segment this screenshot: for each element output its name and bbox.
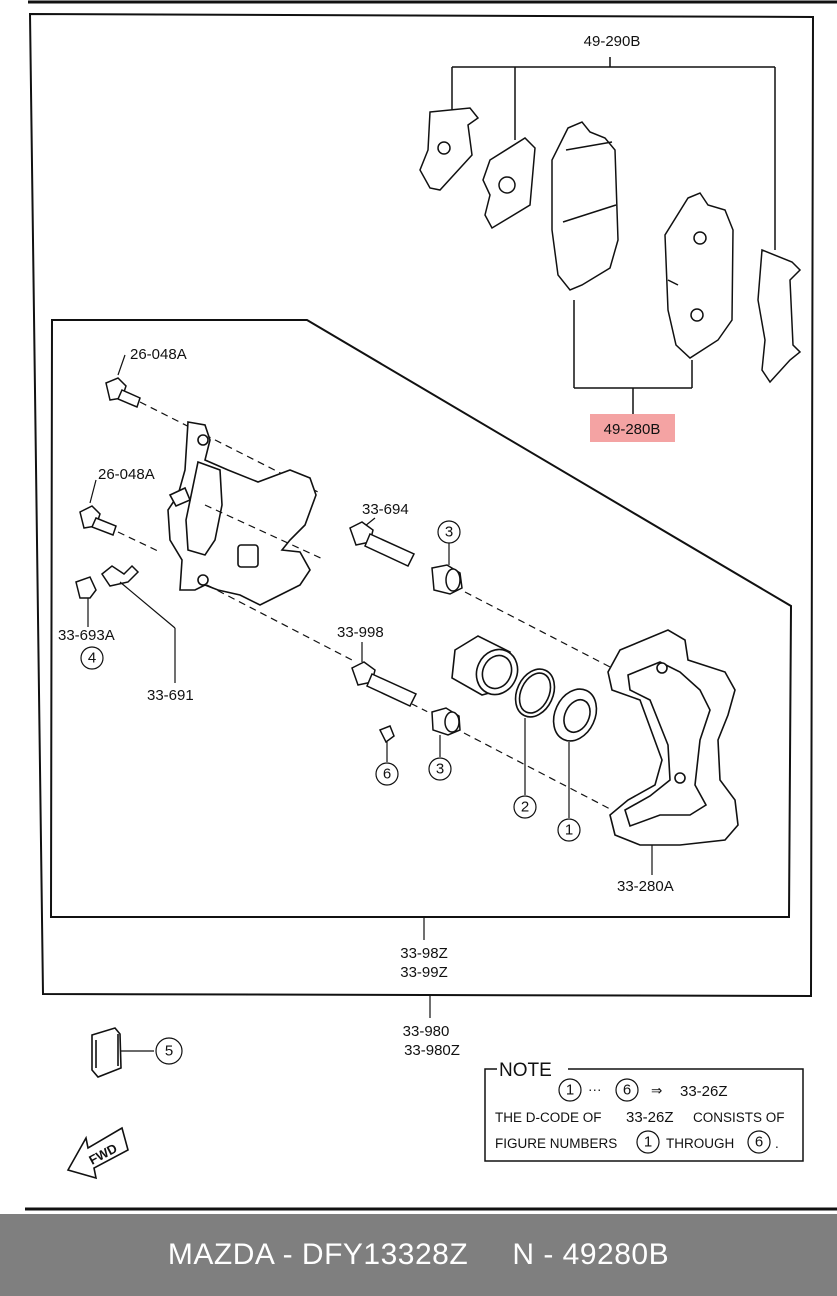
anti-rattle-clip (757, 248, 802, 384)
label-pad-set: 49-280B (604, 421, 661, 438)
dashed-axis-3 (204, 504, 326, 561)
note-num-n1: 1 (644, 1134, 652, 1151)
note-circle-from (558, 1078, 582, 1102)
note-num-n2: 6 (755, 1134, 763, 1151)
leader-bolt-lower (89, 479, 97, 504)
callout-3-lower-num: 3 (436, 761, 444, 778)
dashed-axis-5 (464, 591, 613, 669)
brake-pad-inner (551, 121, 619, 291)
callout-3-lower (428, 757, 452, 781)
note-code-1: 33-26Z (680, 1083, 728, 1100)
outer-assembly-frame (28, 12, 815, 998)
dashed-axis-4 (206, 584, 353, 661)
piston-seal (514, 668, 556, 718)
note-line3-a: FIGURE NUMBERS (495, 1136, 617, 1151)
pad-shim-inner (482, 137, 536, 230)
dashed-axis-7 (463, 732, 613, 811)
caliper-body (167, 421, 317, 606)
note-box: NOTE 1 ··· 6 ⇒ 33-26Z THE D-CODE OF 33-2… (484, 1060, 804, 1162)
pad-set-highlight (590, 414, 675, 442)
label-bleeder-cap: 33-693A (58, 627, 115, 644)
leader-bolt-upper (117, 354, 126, 376)
callout-1-num: 1 (565, 822, 573, 839)
label-assy-2: 33-99Z (400, 964, 448, 981)
footer-text: MAZDA - DFY13328Z N - 49280B (167, 1238, 670, 1271)
label-guide-pin-upper: 33-694 (362, 501, 409, 518)
pin-sleeve (378, 725, 395, 744)
forward-direction-arrow-icon (66, 1126, 129, 1180)
bolt-upper (105, 377, 141, 409)
caliper-mounting-bracket (607, 629, 739, 846)
note-line2-b: CONSISTS OF (693, 1110, 785, 1125)
label-complete-1: 33-980 (403, 1023, 450, 1040)
callout-5 (155, 1037, 183, 1065)
callout-2-num: 2 (521, 799, 529, 816)
pad-hardware-leaders (451, 57, 776, 250)
callout-6-num: 6 (383, 766, 391, 783)
label-pad-hardware: 49-290B (584, 33, 641, 50)
guide-pin-lower (351, 661, 418, 707)
callout-6 (375, 762, 399, 786)
pad-set-leaders (573, 300, 693, 415)
bleeder-screw (100, 564, 140, 587)
note-num-to: 6 (623, 1082, 631, 1099)
pad-shim-outer (419, 107, 480, 191)
note-title: NOTE (499, 1060, 552, 1081)
callout-5-num: 5 (165, 1043, 173, 1060)
label-guide-pin-lower: 33-998 (337, 624, 384, 641)
part-number-footer: MAZDA - DFY13328Z N - 49280B (0, 1214, 837, 1296)
note-line2-a: THE D-CODE OF (495, 1110, 602, 1125)
leader-bleeder-screw-a (119, 581, 176, 629)
note-circle-to (615, 1078, 639, 1102)
callout-2 (513, 795, 537, 819)
note-arrow: ⇒ (651, 1083, 663, 1098)
note-circle-n1 (636, 1130, 660, 1154)
piston-dust-boot (552, 688, 598, 742)
grease-packet (91, 1027, 122, 1078)
dashed-axis-6 (411, 703, 433, 715)
pin-boot-upper (431, 564, 463, 595)
label-bolt-upper: 26-048A (130, 346, 187, 363)
bolt-lower (79, 505, 117, 536)
label-bleeder-screw: 33-691 (147, 687, 194, 704)
note-code-2: 33-26Z (626, 1109, 674, 1126)
callout-1 (557, 818, 581, 842)
callout-4-num: 4 (88, 650, 96, 667)
pin-boot-lower (431, 707, 461, 736)
brake-pad-outer (664, 192, 734, 359)
note-num-from: 1 (566, 1082, 574, 1099)
inner-assembly-frame (49, 319, 793, 918)
guide-pin-upper (349, 521, 416, 567)
note-circle-n2 (747, 1130, 771, 1154)
caliper-piston (451, 635, 519, 696)
dashed-axis-2 (117, 531, 161, 553)
note-line3-c: . (775, 1136, 779, 1151)
note-dots: ··· (588, 1082, 602, 1097)
callout-4 (80, 646, 104, 670)
callout-3-upper-num: 3 (445, 524, 453, 541)
label-complete-2: 33-980Z (404, 1042, 460, 1059)
bleeder-cap (75, 576, 97, 599)
note-line3-b: THROUGH (666, 1136, 734, 1151)
label-bracket: 33-280A (617, 878, 674, 895)
label-bolt-lower: 26-048A (98, 466, 155, 483)
label-assy-1: 33-98Z (400, 945, 448, 962)
